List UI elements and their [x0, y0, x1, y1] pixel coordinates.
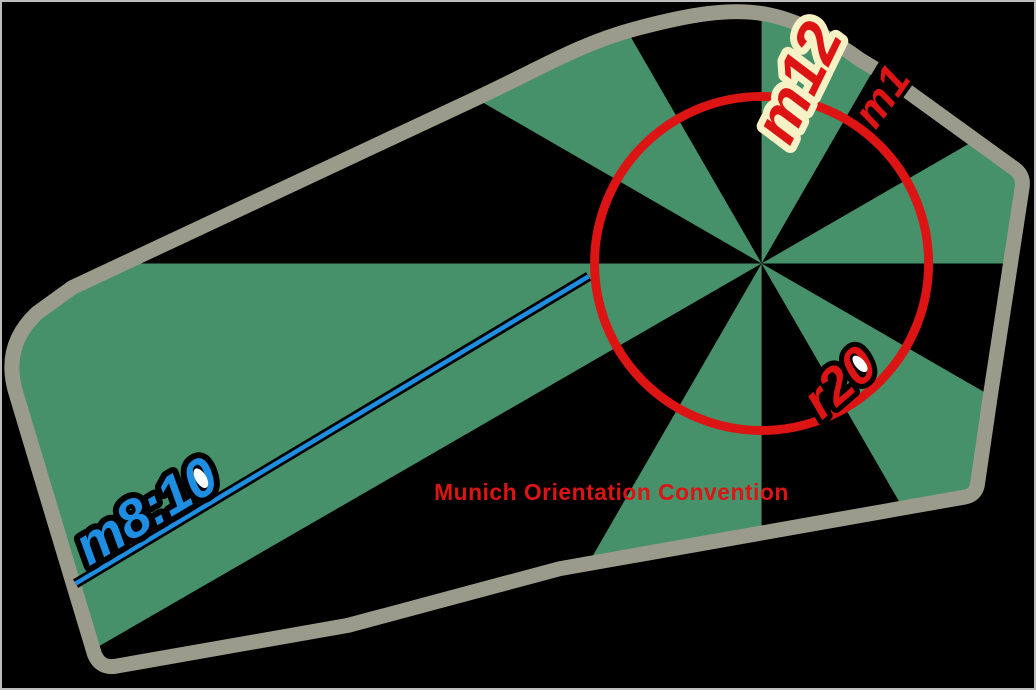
field-border	[4, 4, 1030, 675]
bearing-line	[74, 274, 590, 586]
r20-zero-counter	[852, 355, 868, 373]
sector-wedge-4-5	[761, 263, 1023, 667]
sector-wedge-6-7	[314, 263, 762, 667]
direction-circle	[590, 91, 934, 435]
diagram-title: Munich Orientation Convention	[434, 479, 789, 505]
sector-wedge-10-11	[11, 11, 762, 264]
sector-wedge-8-9	[11, 263, 762, 667]
m810-zero-counter	[193, 468, 209, 489]
